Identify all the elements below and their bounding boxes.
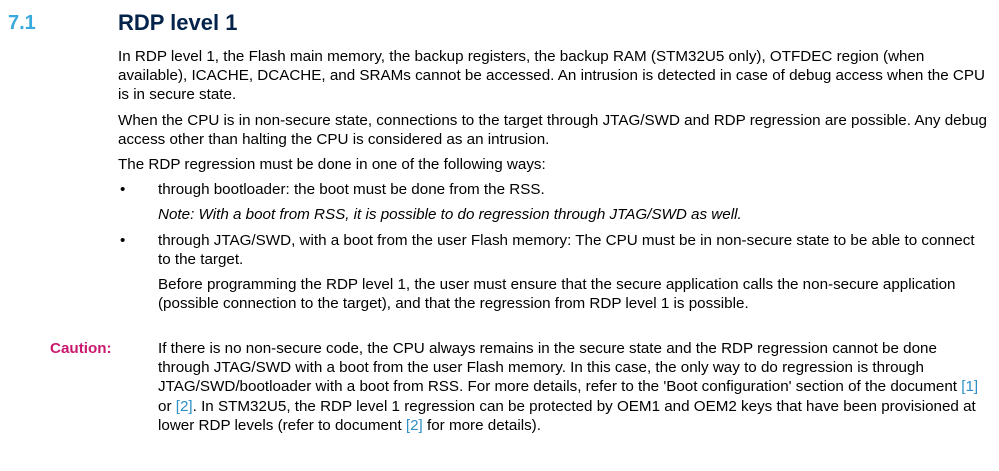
- caution-text-b: or: [158, 397, 176, 415]
- reference-link-1[interactable]: [1]: [961, 378, 979, 396]
- caution-text: If there is no non-secure code, the CPU …: [158, 339, 990, 435]
- reference-link-2[interactable]: [2]: [175, 397, 193, 415]
- caution-block: Caution: If there is no non-secure code,…: [50, 339, 990, 435]
- list-item-text: through JTAG/SWD, with a boot from the u…: [158, 231, 975, 268]
- note-text: Note: With a boot from RSS, it is possib…: [158, 206, 742, 224]
- paragraph-regression: The RDP regression must be done in one o…: [118, 156, 546, 174]
- list-item-text: through bootloader: the boot must be don…: [158, 181, 545, 199]
- reference-link-2b[interactable]: [2]: [405, 416, 423, 434]
- bullet-icon: •: [120, 231, 126, 249]
- paragraph-nonsecure: When the CPU is in non-secure state, con…: [118, 111, 987, 148]
- section-title: RDP level 1: [118, 10, 238, 35]
- caution-text-d: for more details).: [422, 416, 541, 434]
- caution-label: Caution:: [50, 340, 112, 357]
- list-item: • through bootloader: the boot must be d…: [118, 180, 990, 199]
- section-body: In RDP level 1, the Flash main memory, t…: [118, 47, 990, 319]
- list-item: • through JTAG/SWD, with a boot from the…: [118, 231, 990, 269]
- section-number: 7.1: [8, 12, 36, 34]
- caution-text-c: . In STM32U5, the RDP level 1 regression…: [158, 397, 976, 434]
- paragraph-intro: In RDP level 1, the Flash main memory, t…: [118, 48, 985, 104]
- bullet-icon: •: [120, 181, 126, 199]
- list-item-paragraph: Before programming the RDP level 1, the …: [158, 276, 956, 313]
- caution-text-a: If there is no non-secure code, the CPU …: [158, 340, 962, 396]
